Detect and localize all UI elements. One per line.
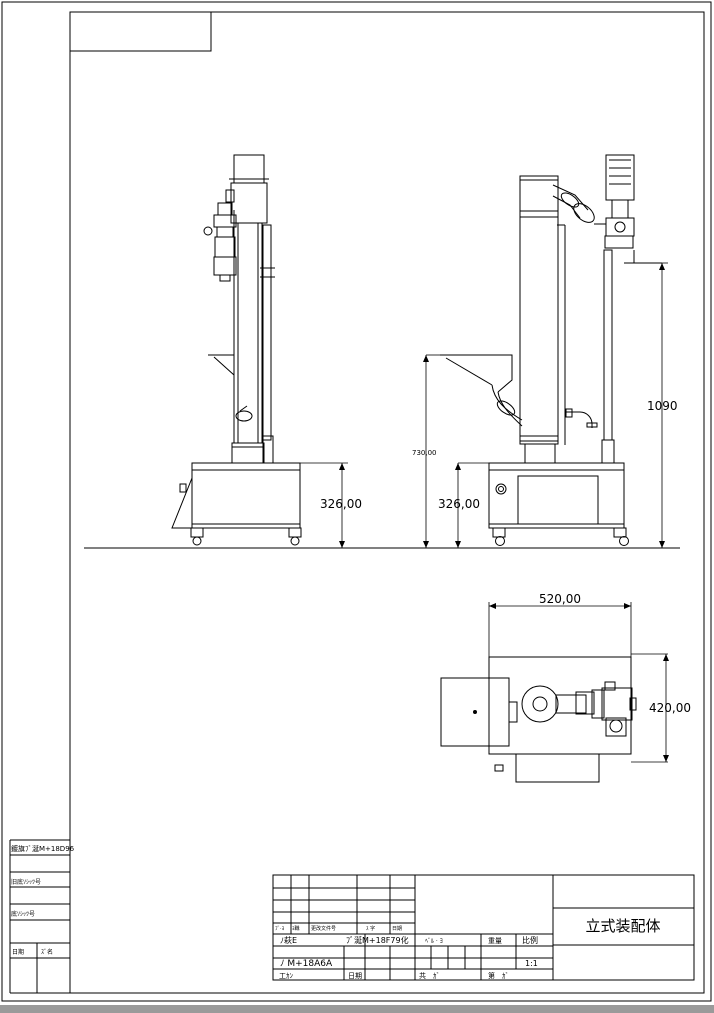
side-view bbox=[171, 154, 302, 546]
sheet-of-label: 第 ｶﾞ bbox=[488, 971, 509, 980]
left-ref-label: 鍍旗ﾌﾞ涎M+18D96 bbox=[11, 844, 75, 853]
drawing-title: 立式装配体 bbox=[585, 917, 660, 935]
drawing-number: ﾌﾞ涎M+18F79化 bbox=[346, 935, 409, 945]
rev-header-0: ﾌﾞ·ﾖ bbox=[275, 925, 285, 932]
dim-total-height: 1090 bbox=[647, 399, 678, 413]
dim-front-base: 326,00 bbox=[438, 497, 480, 511]
scale-value: 1:1 bbox=[525, 959, 538, 968]
dim-side-base: 326,00 bbox=[320, 497, 362, 511]
left-old-label: 旧底ｿｼｯﾂ号 bbox=[11, 878, 41, 886]
title-block bbox=[272, 874, 695, 981]
top-view bbox=[440, 656, 637, 783]
dimension-arrows bbox=[339, 263, 669, 762]
stage-label: ﾍﾞﾙ · ﾖ bbox=[425, 938, 443, 945]
rev-header-2: 更改文件号 bbox=[311, 925, 336, 932]
dimension-lines bbox=[300, 262, 668, 763]
left-base-label: 底ｿｼｯﾂ号 bbox=[11, 910, 35, 918]
inner-frame bbox=[69, 11, 705, 994]
rev-header-4: 日期 bbox=[392, 926, 402, 932]
rev-row2: ﾉ萩E bbox=[280, 935, 297, 945]
dim-hopper-height: 730,00 bbox=[412, 449, 437, 457]
left-sign-label: ｽﾞ名 bbox=[41, 948, 53, 956]
bottom-bar bbox=[0, 1005, 714, 1013]
title-date-label: 日期 bbox=[348, 972, 362, 980]
weight-label: 重量 bbox=[488, 937, 502, 945]
scale-label: 比例 bbox=[522, 935, 538, 945]
dim-top-width: 520,00 bbox=[539, 592, 581, 606]
front-view bbox=[440, 154, 662, 546]
rev-header-3: ｽ 字 bbox=[366, 925, 375, 932]
craft-label: 工ｶﾝ bbox=[279, 972, 293, 980]
corner-box bbox=[69, 11, 212, 52]
left-margin-block bbox=[9, 839, 70, 994]
dim-top-depth: 420,00 bbox=[649, 701, 691, 715]
part-number: ﾉ M+18A6A bbox=[280, 959, 333, 969]
sheet-label: 共 ｶﾞ bbox=[419, 971, 440, 980]
rev-header-1: ﾖ職 bbox=[292, 925, 300, 932]
left-date-label: 日期 bbox=[12, 948, 24, 956]
